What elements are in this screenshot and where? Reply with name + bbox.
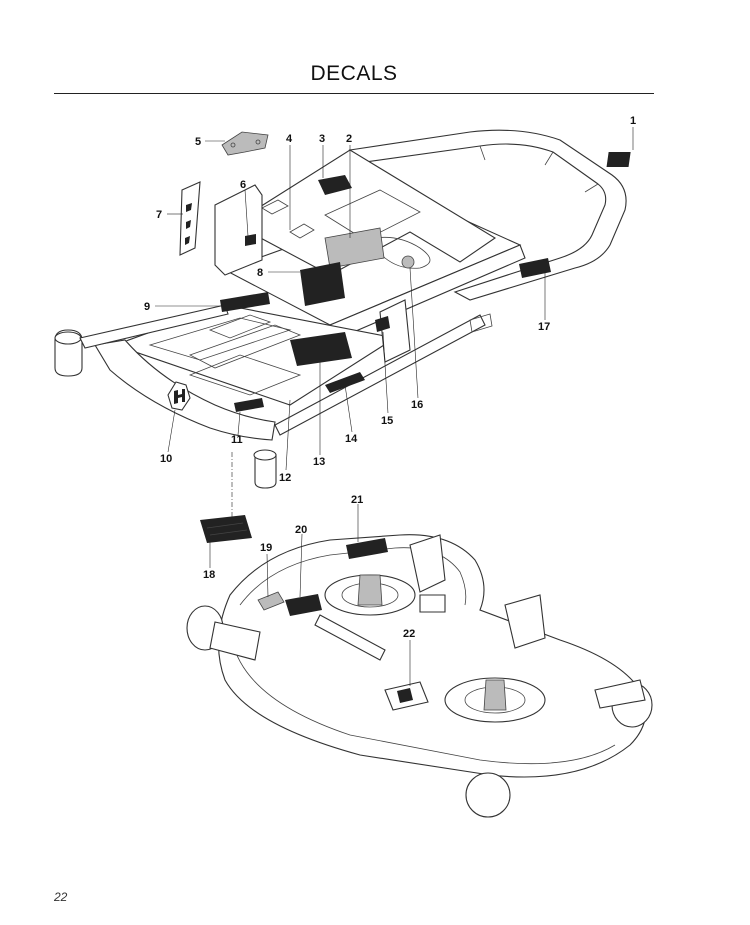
mower-deck [186, 515, 653, 818]
callout-16: 16 [411, 399, 423, 411]
callout-1: 1 [630, 115, 636, 127]
callout-18: 18 [203, 569, 215, 581]
callout-13: 13 [313, 456, 325, 468]
callout-11: 11 [231, 434, 243, 446]
callout-2: 2 [346, 133, 352, 145]
frame-decals [167, 131, 631, 412]
page-title: DECALS [310, 62, 398, 85]
callout-8: 8 [257, 267, 263, 279]
callout-19: 19 [260, 542, 272, 554]
callout-22: 22 [403, 628, 415, 640]
callout-15: 15 [381, 415, 393, 427]
callout-20: 20 [295, 524, 307, 536]
title-rule [54, 93, 654, 94]
frame-assembly [54, 129, 627, 520]
callout-6: 6 [240, 179, 246, 191]
callout-21: 21 [351, 494, 363, 506]
callout-17: 17 [538, 321, 550, 333]
leader-lines [155, 127, 634, 686]
callout-7: 7 [156, 209, 162, 221]
callout-14: 14 [345, 433, 358, 445]
callout-4: 4 [286, 133, 293, 145]
callout-labels: 1 2 3 4 5 6 7 8 9 10 11 12 13 14 15 16 1… [144, 115, 636, 640]
page-number: 22 [54, 890, 68, 904]
callout-9: 9 [144, 301, 150, 313]
callout-5: 5 [195, 136, 201, 148]
callout-3: 3 [319, 133, 325, 145]
callout-10: 10 [160, 453, 172, 465]
callout-12: 12 [279, 472, 291, 484]
